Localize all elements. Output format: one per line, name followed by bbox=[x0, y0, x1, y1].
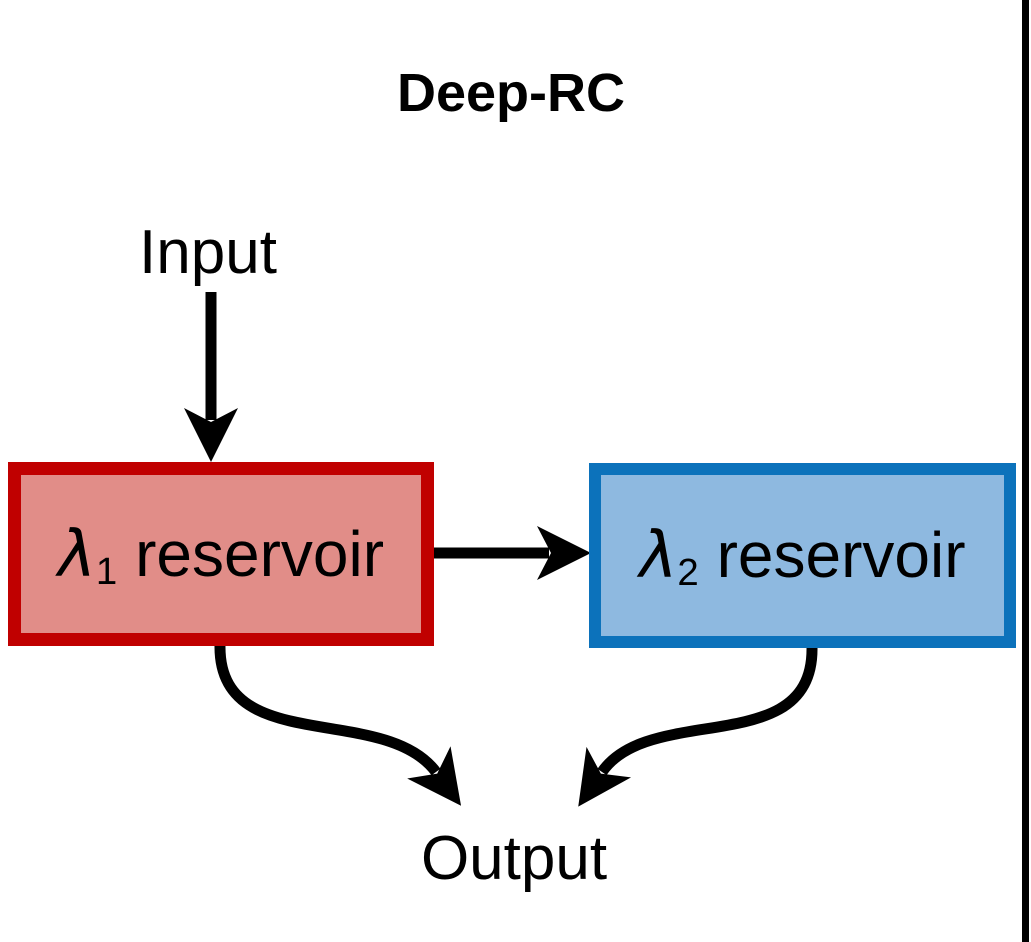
lambda-symbol: λ bbox=[57, 517, 96, 592]
reservoir1-to-output-arrow bbox=[214, 644, 462, 806]
output-label: Output bbox=[420, 824, 608, 893]
figure-right-border bbox=[1022, 0, 1029, 942]
lambda-subscript: 1 bbox=[95, 549, 118, 593]
reservoir-word: reservoir bbox=[135, 517, 385, 590]
lambda-subscript: 2 bbox=[677, 551, 699, 595]
reservoir2-to-output-arrow bbox=[578, 646, 818, 807]
reservoir-word: reservoir bbox=[716, 519, 966, 591]
diagram-title: Deep-RC bbox=[396, 63, 626, 123]
input-label: Input bbox=[139, 218, 277, 287]
reservoir-1-node: λ1 reservoir bbox=[8, 462, 434, 646]
reservoir-2-node: λ2 reservoir bbox=[589, 463, 1016, 648]
lambda-symbol: λ bbox=[639, 519, 678, 593]
